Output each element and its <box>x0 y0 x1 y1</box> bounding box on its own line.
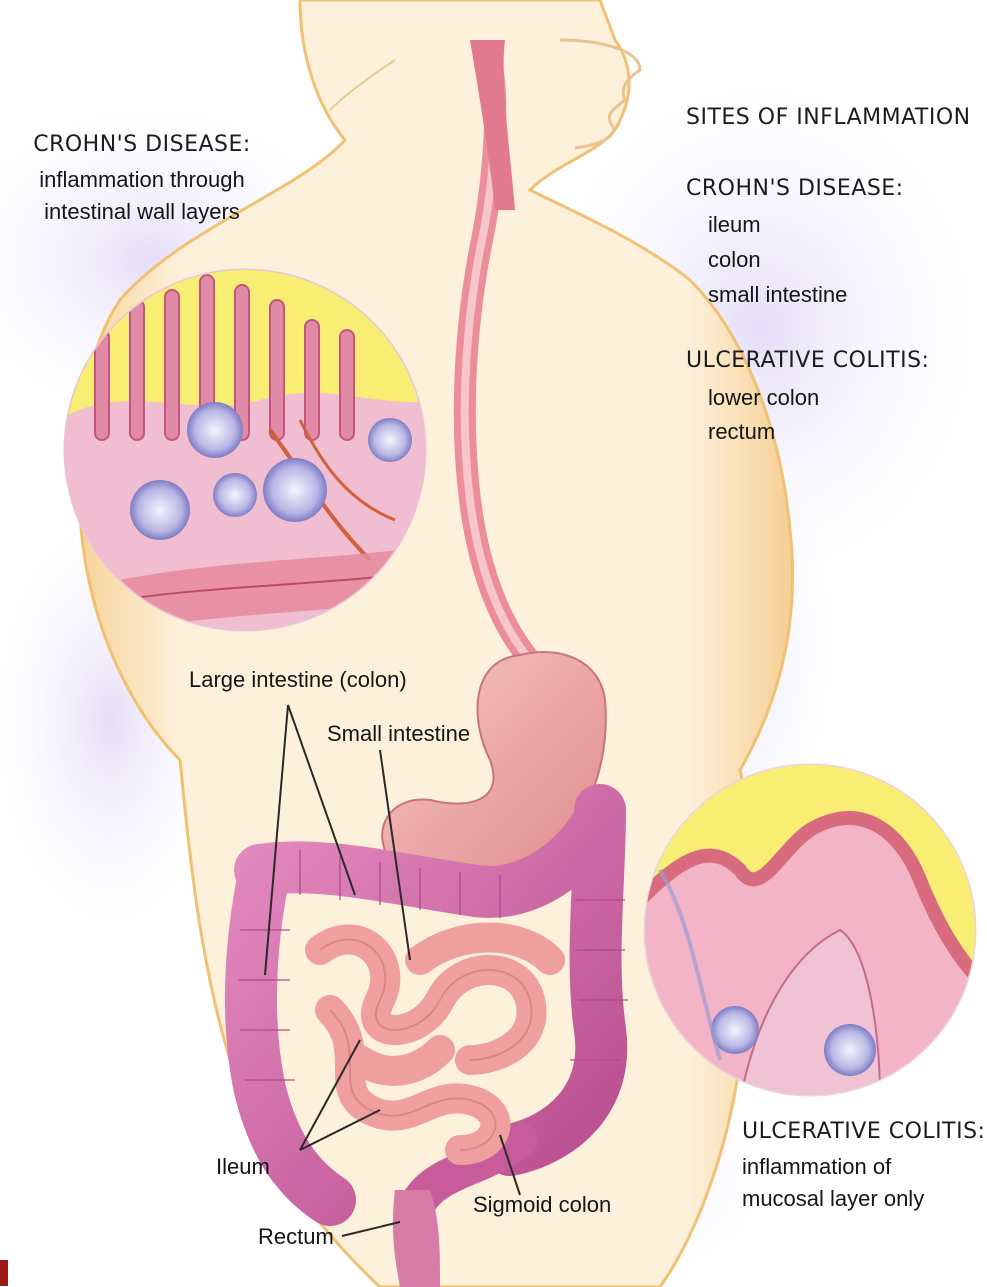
sites-of-inflammation: SITES OF INFLAMMATION CROHN'S DISEASE: i… <box>686 106 976 445</box>
uc-caption-line2: mucosal layer only <box>742 1187 982 1212</box>
uc-caption-title: ULCERATIVE COLITIS: <box>742 1120 982 1145</box>
sites-uc-title: ULCERATIVE COLITIS: <box>686 349 976 374</box>
crohns-caption-title: CROHN'S DISEASE: <box>22 133 262 158</box>
edge-mark <box>0 1260 8 1286</box>
crohns-caption: CROHN'S DISEASE: inflammation through in… <box>22 133 262 225</box>
label-large-intestine: Large intestine (colon) <box>189 668 407 693</box>
crohns-caption-line1: inflammation through <box>22 168 262 193</box>
label-ileum: Ileum <box>216 1155 270 1180</box>
label-rectum: Rectum <box>258 1225 334 1250</box>
sites-uc-item: rectum <box>686 420 976 445</box>
uc-caption-line1: inflammation of <box>742 1155 982 1180</box>
crohns-caption-line2: intestinal wall layers <box>22 200 262 225</box>
uc-caption: ULCERATIVE COLITIS: inflammation of muco… <box>742 1120 982 1212</box>
sites-crohns-title: CROHN'S DISEASE: <box>686 177 976 202</box>
label-small-intestine: Small intestine <box>327 722 470 747</box>
sites-crohns-item: colon <box>686 248 976 273</box>
rectum <box>393 1190 440 1287</box>
sites-title: SITES OF INFLAMMATION <box>686 106 976 131</box>
label-sigmoid-colon: Sigmoid colon <box>473 1193 611 1218</box>
sites-crohns-item: ileum <box>686 213 976 238</box>
sites-crohns-item: small intestine <box>686 283 976 308</box>
sites-uc-item: lower colon <box>686 386 976 411</box>
